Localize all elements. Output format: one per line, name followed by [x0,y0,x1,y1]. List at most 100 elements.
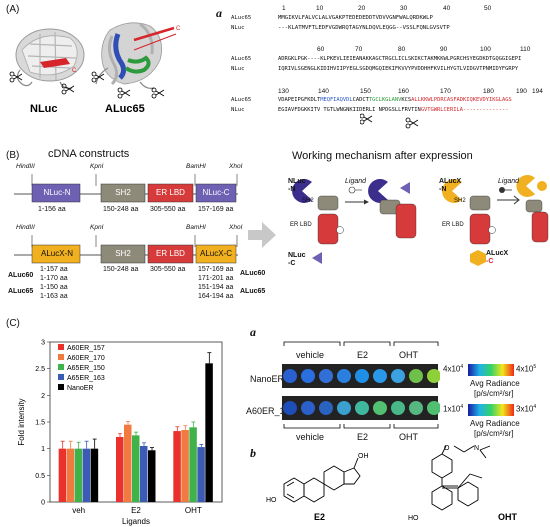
site-xhoi-1: XhoI [229,163,243,170]
range-1-3: 305-550 aa [150,206,186,213]
bar [189,427,197,502]
panel-b-label: (B) [6,150,20,161]
row1-aluc-seq: MMGIKVLFALVCLALVGAKPTEDEDEDDTVDVVGNFWALQ… [278,15,433,21]
ruler-90: 90 [440,46,448,53]
bar [74,448,83,502]
ruler-50: 50 [484,5,492,12]
arrow-right-icon [248,222,276,248]
aluc65-name: ALuc65 [105,103,145,115]
scissors-icon [9,71,23,83]
y-tick-label: 3 [41,340,45,347]
scissors-icon [405,117,419,129]
well [319,401,333,415]
legend-swatch [58,384,64,390]
unit-2: [p/s/cm²/sr] [474,429,514,438]
row3-nluc-seq: EGIAVFDGKKITV TGTLWNGNKIIDERLI NPDGSLLFR… [278,107,509,113]
mech-alucn: ALucX-N [439,178,462,193]
avg-radiance-2: Avg Radiance [470,419,520,428]
erlbd-block-2 [147,244,194,264]
ruler-180: 180 [483,88,494,95]
legend-swatch [58,344,64,350]
bar [82,448,91,502]
oht-ho: HO [408,515,419,522]
site-hindiii-2: HindIII [16,224,35,231]
well [319,369,333,383]
erlbd-block-1 [147,183,194,203]
well [427,401,440,415]
aluc-n-label: ALucX-N [40,249,73,258]
well [337,401,351,415]
ruler-170: 170 [440,88,451,95]
aluc60-right: ALuc60 [240,270,266,277]
range-2-2: 150-248 aa [103,266,139,273]
bar [140,446,148,502]
scissors-icon [117,87,131,99]
legend-label: A65ER_163 [67,375,105,382]
legend-swatch [58,374,64,380]
mech-erlbd-1: ER LBD [290,222,312,228]
legend-label: A60ER_157 [67,345,105,352]
bar [197,447,205,502]
unit-1: [p/s/cm²/sr] [474,389,514,398]
row2-aluc-name: ALuc65 [231,56,252,62]
r60a: 157-169 aa [198,266,234,273]
ruler-140: 140 [318,88,329,95]
mech-sh2-2: SH2 [454,198,466,204]
ruler-150: 150 [360,88,371,95]
y-axis-label: Fold intensity [17,398,26,445]
imaging-wells [282,341,440,429]
colorbar-1 [468,364,514,376]
site-bamhi-2: BamHI [186,224,206,231]
range-1-2: 150-248 aa [103,206,139,213]
mech-nlucn: NLuc-N [288,178,306,193]
y-tick-label: 1 [41,446,45,453]
bar [58,448,67,502]
row2-nluc-name: NLuc [231,66,245,72]
row1-aluc-name: ALuc65 [231,15,252,21]
e2-bottom: E2 [357,432,369,442]
panel-a-label: (A) [6,4,20,15]
legend-label: NanoER [67,385,93,392]
vehicle-top: vehicle [296,350,325,360]
ruler-30: 30 [400,5,408,12]
site-xhoi-2: XhoI [229,224,243,231]
ruler-40: 40 [443,5,451,12]
aluc-n-block [31,244,81,264]
row1-nluc-name: NLuc [231,25,245,31]
aluc65-right: ALuc65 [240,288,266,295]
nluc-c-block [195,183,237,203]
well [301,369,315,383]
site-kpni-1: KpnI [90,163,104,170]
r65a: 151-194 aa [198,284,234,291]
panel-c-label: (C) [6,318,20,329]
well [283,369,297,383]
aluc-c-label-b: ALucX-C [199,249,232,258]
range-1-1: 1-156 aa [38,206,66,213]
l60b: 1-170 aa [40,275,68,282]
ruler-1: 1 [282,5,286,12]
well [427,369,440,383]
panel-b-diagram [14,174,549,266]
sh2-label-2: SH2 [115,249,131,258]
mech-alucc: ALucX-C [486,250,509,265]
ruler-100: 100 [480,46,491,53]
bar [173,431,181,502]
ruler-10: 10 [316,5,324,12]
well [391,401,405,415]
nluc-n-label: NLuc-N [43,188,71,197]
well [355,401,369,415]
bar [90,448,99,502]
mech-ligand-1: Ligand [345,178,367,185]
bar [116,436,124,502]
y-tick-label: 0.5 [35,473,45,480]
aluc65-structure [95,22,177,89]
sh2-block-2 [100,244,146,264]
aluc65-left: ALuc65 [8,288,34,295]
bar [205,363,213,502]
nluc-n-block [31,183,81,203]
well [283,401,297,415]
protein-structures: C NLuc C ALuc65 [9,22,181,115]
well [301,401,315,415]
l65a: 1-150 aa [40,284,68,291]
